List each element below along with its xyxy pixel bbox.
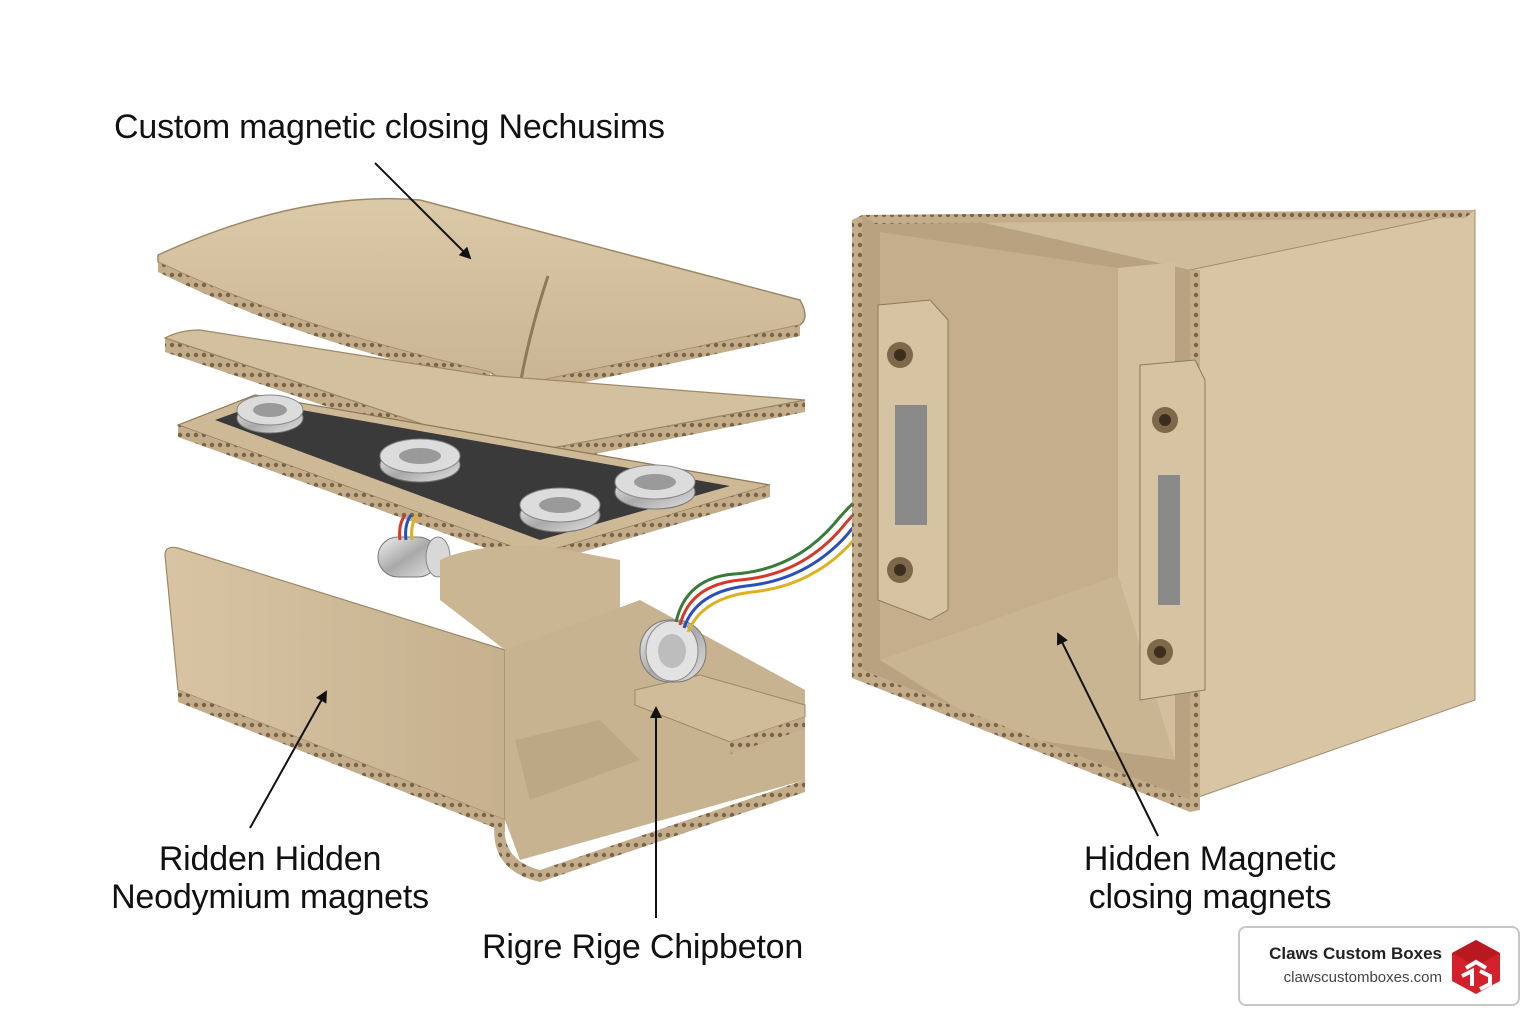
neodymium-magnet [379, 438, 461, 483]
callout-right-line2: closing magnets [1088, 878, 1332, 917]
callout-right-label: Hidden Magnetic closing magnets [1060, 840, 1360, 916]
leader-line-top [374, 162, 472, 260]
neodymium-magnet [614, 464, 696, 510]
brand-url[interactable]: clawscustomboxes.com [1283, 969, 1442, 986]
cylinder-magnet [377, 536, 451, 578]
callout-top-label: Custom magnetic closing Nechusims [114, 108, 665, 146]
callout-right-line1: Hidden Magnetic [1083, 840, 1337, 878]
callout-left-line1: Ridden Hidden [158, 840, 382, 878]
lid-panel [157, 197, 806, 396]
leader-line-right [1057, 632, 1159, 837]
leader-line-left [249, 690, 327, 829]
callout-left-label: Ridden Hidden Neodymium magnets [110, 840, 430, 916]
magnet-bracket-left [877, 299, 949, 621]
callout-left-line2: Neodymium magnets [111, 878, 429, 917]
magnet-tray [176, 394, 771, 566]
inner-sheet [163, 329, 806, 470]
callout-bottom-label: Rigre Rige Chipbeton [482, 928, 804, 966]
neodymium-magnet [236, 394, 304, 434]
magnet-bracket-right [1139, 359, 1206, 701]
brand-logo-icon [1452, 940, 1500, 994]
brand-badge[interactable]: Claws Custom Boxes clawscustomboxes.com [1238, 926, 1520, 1006]
neodymium-magnet [519, 487, 601, 533]
cylinder-magnet [639, 619, 707, 683]
brand-name: Claws Custom Boxes [1269, 944, 1442, 963]
